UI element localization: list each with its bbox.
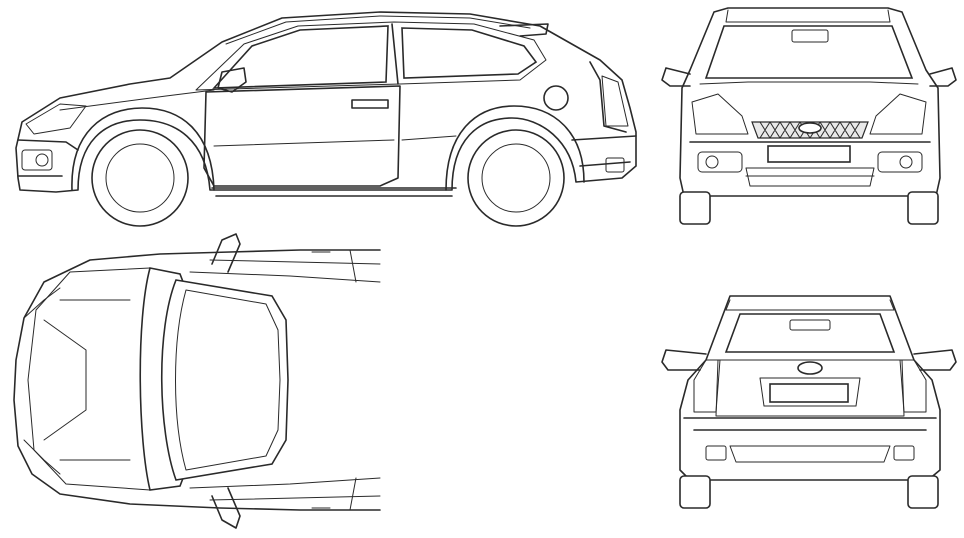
side-front-rim	[105, 143, 175, 213]
front-rear-view-mirror	[791, 29, 829, 43]
front-left-fog-lamp-bulb	[705, 155, 719, 169]
front-left-mirror	[661, 67, 691, 87]
rear-body-outline	[679, 295, 941, 481]
front-right-fog-lamp	[877, 151, 923, 173]
rear-tailgate	[715, 359, 905, 417]
rear-plate-recess	[759, 377, 861, 407]
front-hood-line	[699, 81, 919, 85]
side-door-handle	[351, 99, 389, 109]
front-roof-line	[725, 9, 891, 23]
side-spoiler	[499, 23, 549, 37]
rear-left-mirror	[661, 349, 707, 371]
top-left-mirror	[211, 233, 241, 273]
side-roof-line	[225, 15, 531, 45]
side-fog-lamp	[21, 149, 53, 171]
rear-left-tire	[679, 475, 711, 509]
rear-badge	[797, 361, 823, 375]
front-lower-intake	[745, 167, 875, 187]
rear-bumper-line	[683, 417, 937, 431]
side-shoulder-line	[59, 89, 215, 111]
top-hood-center	[59, 299, 131, 461]
top-hood-outline	[27, 267, 151, 491]
side-rear-bumper	[571, 135, 637, 167]
top-headlight-left	[23, 287, 61, 319]
front-left-tire	[679, 191, 711, 225]
rear-roof-spoiler	[725, 299, 895, 311]
front-right-mirror	[929, 67, 957, 87]
side-rear-rim	[481, 143, 551, 213]
top-left-window-line	[189, 271, 381, 489]
front-badge	[798, 122, 822, 134]
rear-right-reflector	[893, 445, 915, 461]
rear-diffuser	[729, 445, 891, 463]
front-license-plate	[767, 145, 851, 163]
front-left-headlight	[691, 93, 749, 135]
side-rear-wheel-arch	[445, 105, 585, 191]
rear-right-tire	[907, 475, 939, 509]
side-tail-lamp	[601, 75, 629, 127]
rear-view	[661, 295, 957, 509]
rear-license-plate	[769, 383, 849, 403]
top-b-pillars	[349, 249, 357, 511]
side-view	[15, 11, 637, 227]
top-left-sill-line	[209, 259, 381, 501]
side-fog-lamp-bulb	[35, 153, 49, 167]
front-body-outline	[679, 7, 941, 197]
rear-left-reflector	[705, 445, 727, 461]
front-right-tire	[907, 191, 939, 225]
side-front-wheel-arch	[71, 107, 215, 191]
rear-brake-light	[789, 319, 831, 331]
side-mirror	[217, 67, 247, 93]
side-crease-line	[213, 135, 457, 147]
side-rear-window	[401, 27, 538, 79]
rear-window	[724, 313, 896, 353]
side-headlight	[25, 103, 87, 135]
rear-right-mirror	[913, 349, 957, 371]
side-front-window	[212, 25, 389, 89]
side-b-pillar	[391, 23, 399, 85]
top-right-mirror	[211, 487, 241, 529]
side-front-bumper	[17, 139, 79, 177]
front-windshield	[704, 25, 914, 79]
front-view	[661, 7, 957, 225]
side-c-pillar	[589, 61, 627, 133]
side-window-frame	[195, 21, 547, 91]
side-body-outline	[15, 11, 637, 193]
top-headlight-right	[23, 439, 61, 475]
top-hood-crease	[43, 319, 87, 441]
side-door-outline	[203, 85, 401, 187]
top-roof-panel	[175, 289, 281, 471]
top-body-outline	[13, 249, 381, 511]
top-view	[13, 233, 381, 529]
front-left-fog-lamp	[697, 151, 743, 173]
front-right-headlight	[869, 93, 927, 135]
side-sill	[211, 187, 457, 197]
side-fuel-cap	[543, 85, 569, 111]
front-right-fog-lamp-bulb	[899, 155, 913, 169]
top-roof	[160, 279, 289, 481]
side-rear-reflector	[605, 157, 625, 173]
